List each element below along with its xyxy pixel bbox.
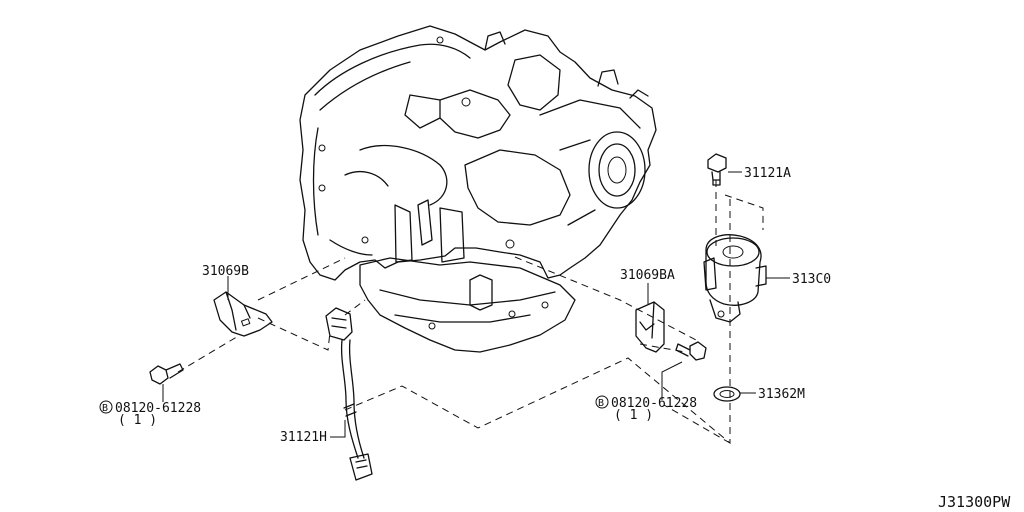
sensor-313C0: [703, 234, 767, 323]
bolt-badge-left-letter: B: [102, 403, 108, 414]
label-313C0: 313C0: [792, 272, 831, 287]
diagram-reference-code: J31300PW: [938, 493, 1011, 511]
bolt-badge-right: [595, 395, 609, 409]
label-31121H: 31121H: [280, 430, 327, 445]
wire-harness-31121H: [325, 307, 373, 481]
label-31069B: 31069B: [202, 264, 249, 279]
transmission-assembly: [299, 25, 657, 353]
label-31121A: 31121A: [744, 166, 791, 181]
bracket-31069BA: [635, 301, 665, 353]
bolt-right: [675, 341, 707, 361]
bolt-badge-left: [99, 400, 113, 414]
bolt-badge-right-letter: B: [598, 398, 604, 409]
label-bolt-right: 08120-61228: [611, 396, 697, 411]
label-bolt-left: 08120-61228: [115, 401, 201, 416]
seal-31362M: [713, 386, 741, 402]
bolt-left: [149, 363, 184, 385]
bracket-31069B: [213, 291, 273, 337]
leader-lines: [162, 171, 790, 438]
label-bolt-right-qty: ( 1 ): [614, 408, 653, 423]
label-bolt-left-qty: ( 1 ): [118, 413, 157, 428]
bolt-31121A: [707, 153, 727, 186]
label-31362M: 31362M: [758, 387, 805, 402]
callout-labels: 31069B 31069BA 31121A 313C0 31362M 31121…: [99, 166, 1011, 511]
label-31069BA: 31069BA: [620, 268, 675, 283]
